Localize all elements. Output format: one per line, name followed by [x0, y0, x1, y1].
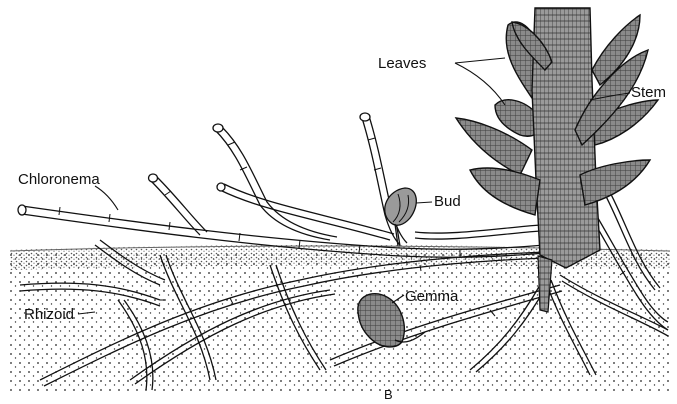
- chloronema-leader: [95, 186, 118, 210]
- chloronema-label: Chloronema: [18, 172, 100, 187]
- stem-label: Stem: [631, 85, 666, 100]
- soil: [10, 245, 670, 392]
- gemma-label: Gemma: [405, 289, 458, 304]
- bud-leader: [416, 202, 432, 203]
- leaf: [470, 168, 540, 215]
- bud: [385, 188, 417, 246]
- bud-label: Bud: [434, 194, 461, 209]
- leaves-leader: [455, 58, 505, 105]
- rhizoid-label: Rhizoid: [24, 307, 74, 322]
- panel-letter: B: [384, 388, 393, 401]
- filament-tips: [18, 113, 370, 215]
- leaves-label: Leaves: [378, 56, 426, 71]
